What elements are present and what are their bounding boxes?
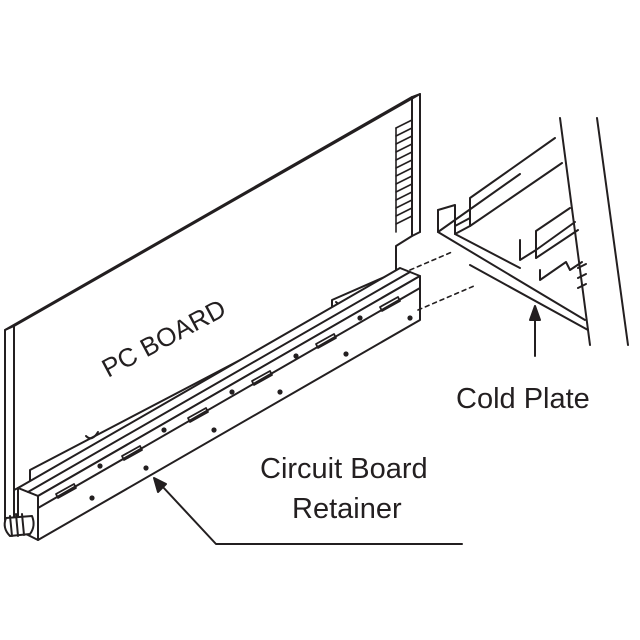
cold-plate [437, 117, 629, 346]
edge-connector-fingers [395, 119, 413, 233]
circuit-board-retainer [3, 267, 421, 541]
retainer-wedges [55, 296, 401, 499]
retainer-label-line2: Retainer [292, 493, 402, 525]
retainer-holes [89, 315, 413, 501]
retainer-screw-icon [3, 513, 35, 537]
alignment-lines [409, 251, 475, 311]
retainer-leader [153, 477, 463, 545]
cold-plate-label: Cold Plate [456, 383, 590, 415]
retainer-label-line1: Circuit Board [260, 453, 428, 485]
cold-plate-leader [529, 305, 541, 357]
